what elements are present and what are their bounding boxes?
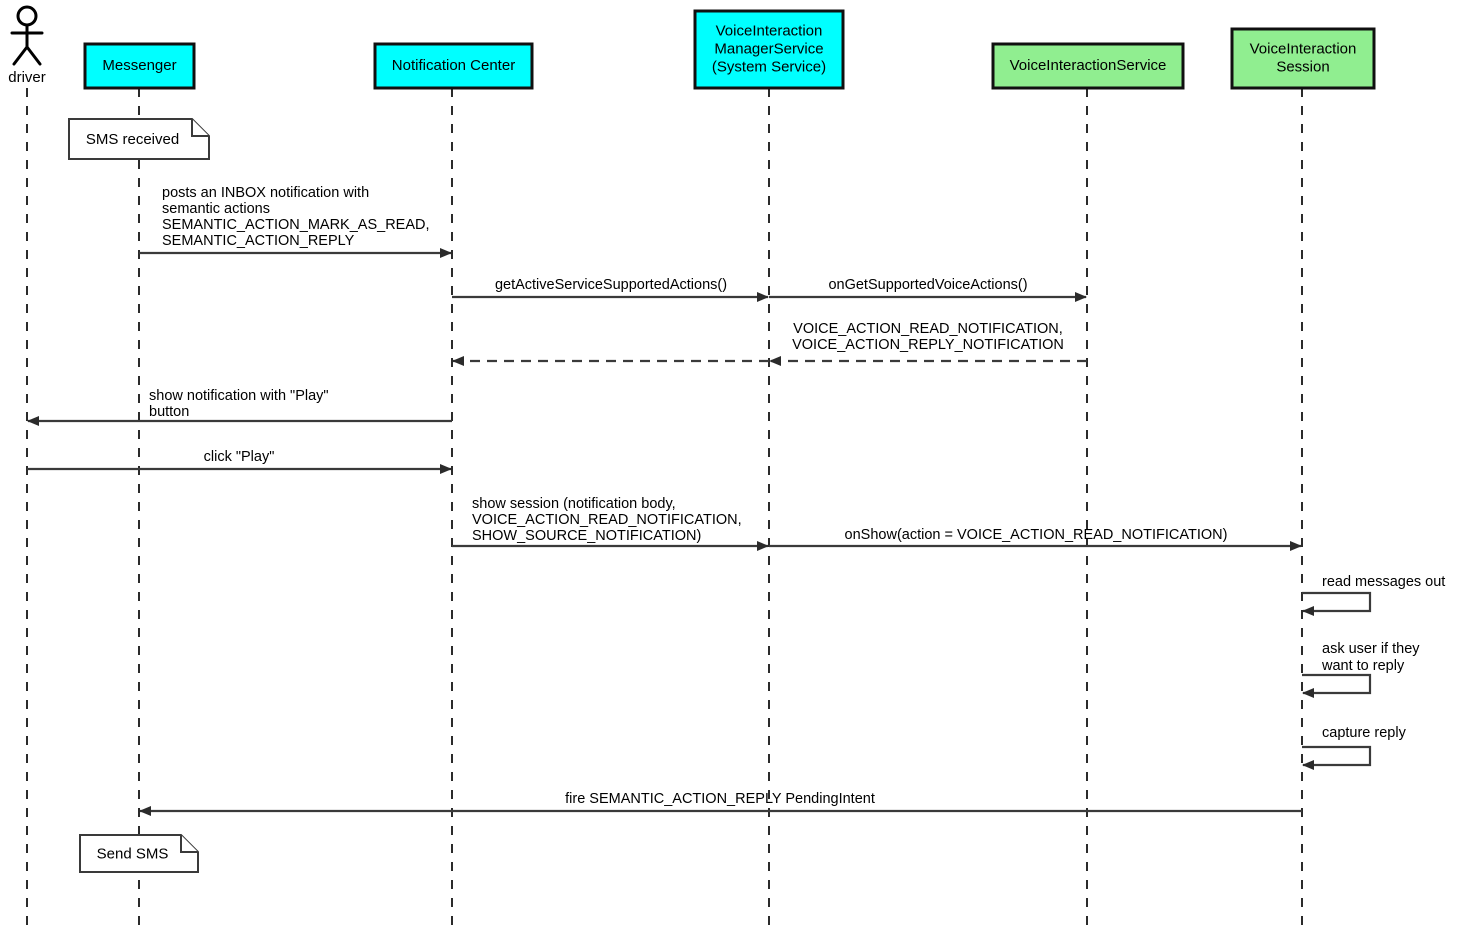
msg-on-show: onShow(action = VOICE_ACTION_READ_NOTIFI… [769,527,1302,551]
msg-on-get-supported-voice-actions: onGetSupportedVoiceActions() [769,277,1087,302]
msg-click-play-label: click "Play" [204,449,275,465]
msg-post-inbox-notification: posts an INBOX notification withsemantic… [139,185,452,258]
participant-label-voice-interaction-manager-service: VoiceInteraction [716,22,823,39]
self-msg-capture-reply-arrow [1302,745,1372,770]
msg-post-inbox-notification-label: semantic actions [162,201,270,217]
msg-on-get-supported-voice-actions-label: onGetSupportedVoiceActions() [828,277,1027,293]
msg-return-voice-actions-label: VOICE_ACTION_READ_NOTIFICATION, [793,321,1063,337]
msg-return-voice-actions: VOICE_ACTION_READ_NOTIFICATION,VOICE_ACT… [769,321,1087,366]
participant-label-voice-interaction-session: VoiceInteraction [1250,40,1357,57]
self-msg-read-messages-out: read messages out [1302,574,1445,616]
participant-box-voice-interaction-manager-service[interactable] [693,9,845,90]
actor-layer: driver [8,5,46,86]
msg-click-play: click "Play" [27,449,452,474]
msg-show-session-label: SHOW_SOURCE_NOTIFICATION) [472,528,701,544]
note-sms-received-label: SMS received [86,131,179,148]
msg-show-session-label: show session (notification body, [472,496,676,512]
self-msg-capture-reply: capture reply [1302,725,1407,770]
msg-fire-semantic-action-reply-pending-intent: fire SEMANTIC_ACTION_REPLY PendingIntent [139,791,1302,816]
lifelines-layer [26,88,1303,929]
msg-show-session-label: VOICE_ACTION_READ_NOTIFICATION, [472,512,742,528]
msg-get-active-service-supported-actions-label: getActiveServiceSupportedActions() [495,277,727,293]
self-msg-read-messages-out-arrow [1302,591,1372,616]
actor-driver: driver [8,5,46,86]
participant-box-voice-interaction-session[interactable] [1230,27,1376,90]
msg-post-inbox-notification-label: posts an INBOX notification with [162,185,369,201]
actor-body-icon [10,23,44,66]
participant-label-voice-interaction-manager-service: (System Service) [712,58,826,75]
participant-box-voice-interaction-service[interactable] [991,42,1185,90]
messages-layer: posts an INBOX notification withsemantic… [27,185,1302,816]
msg-show-session: show session (notification body,VOICE_AC… [452,496,769,551]
participant-box-messenger[interactable] [83,42,196,90]
self-msg-read-messages-out-label: read messages out [1322,574,1445,590]
self-msg-ask-user-if-they-want-to-reply-arrow [1302,673,1372,698]
actor-head-icon [16,5,38,27]
note-send-sms-shape [79,834,199,873]
participant-label-voice-interaction-service: VoiceInteractionService [1010,57,1167,74]
participant-box-notification-center[interactable] [373,42,534,90]
actor-label: driver [8,69,46,86]
participant-boxes-layer: Messenger Notification Center VoiceInterac… [83,9,1376,90]
msg-show-notification-with-play-button-label: show notification with "Play" [149,388,329,404]
self-msg-capture-reply-label: capture reply [1322,725,1407,741]
note-send-sms-label: Send SMS [97,845,169,862]
participant-messenger[interactable]: Messenger [83,42,196,90]
participant-label-voice-interaction-manager-service: ManagerService [714,40,823,57]
note-send-sms-fold-corner-icon [180,835,198,853]
participant-label-notification-center: Notification Center [392,57,515,74]
msg-post-inbox-notification-label: SEMANTIC_ACTION_REPLY [162,233,355,249]
msg-get-active-service-supported-actions: getActiveServiceSupportedActions() [452,277,769,302]
participant-label-voice-interaction-session: Session [1276,58,1329,75]
msg-on-show-label: onShow(action = VOICE_ACTION_READ_NOTIFI… [845,527,1228,543]
self-msg-ask-user-if-they-want-to-reply-label: ask user if they [1322,641,1420,657]
msg-fire-semantic-action-reply-pending-intent-label: fire SEMANTIC_ACTION_REPLY PendingIntent [565,791,875,807]
msg-show-notification-with-play-button: show notification with "Play"button [27,388,452,426]
participant-notification-center[interactable]: Notification Center [373,42,534,90]
note-sms-received-fold-corner-icon [191,119,209,137]
self-msg-ask-user-if-they-want-to-reply-label: want to reply [1321,658,1405,674]
participant-voice-interaction-service[interactable]: VoiceInteractionService [991,42,1185,90]
msg-post-inbox-notification-label: SEMANTIC_ACTION_MARK_AS_READ, [162,217,430,233]
msg-show-notification-with-play-button-label: button [149,404,189,420]
note-send-sms: Send SMS [79,834,199,873]
note-sms-received: SMS received [68,118,210,160]
participant-label-messenger: Messenger [102,57,176,74]
note-sms-received-shape [68,118,210,160]
msg-return-voice-actions-label: VOICE_ACTION_REPLY_NOTIFICATION [792,337,1064,353]
